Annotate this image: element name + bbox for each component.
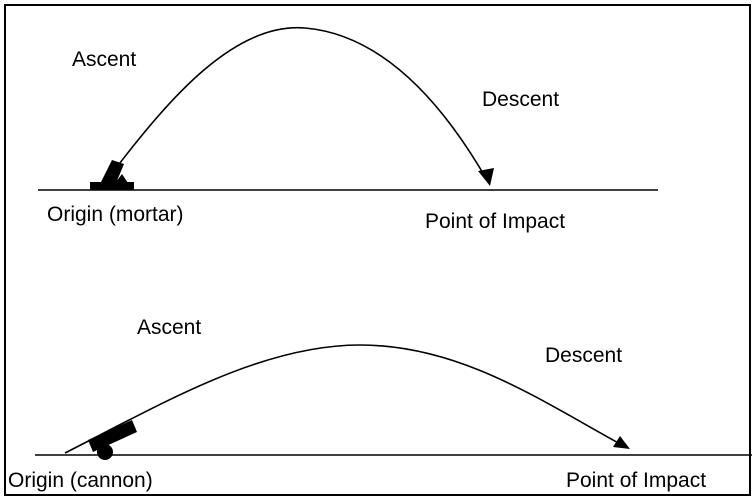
- top-descent-label: Descent: [482, 88, 559, 111]
- top-scene: Ascent Descent Origin (mortar) Point of …: [38, 26, 658, 233]
- bottom-impact-label: Point of Impact: [566, 469, 706, 492]
- diagram-frame: [4, 4, 751, 496]
- top-origin-label: Origin (mortar): [47, 203, 184, 226]
- mortar-icon: [90, 160, 134, 190]
- bottom-descent-label: Descent: [545, 344, 622, 367]
- cannon-icon: [88, 420, 137, 460]
- bottom-trajectory: [64, 344, 623, 454]
- bottom-origin-label: Origin (cannon): [8, 469, 153, 492]
- top-arrowhead: [478, 168, 494, 186]
- top-trajectory: [115, 26, 488, 181]
- bottom-ascent-label: Ascent: [137, 316, 201, 339]
- bottom-arrowhead: [613, 436, 630, 449]
- top-ascent-label: Ascent: [72, 48, 136, 71]
- bottom-scene: Ascent Descent Origin (cannon) Point of …: [8, 316, 752, 492]
- top-impact-label: Point of Impact: [425, 210, 565, 233]
